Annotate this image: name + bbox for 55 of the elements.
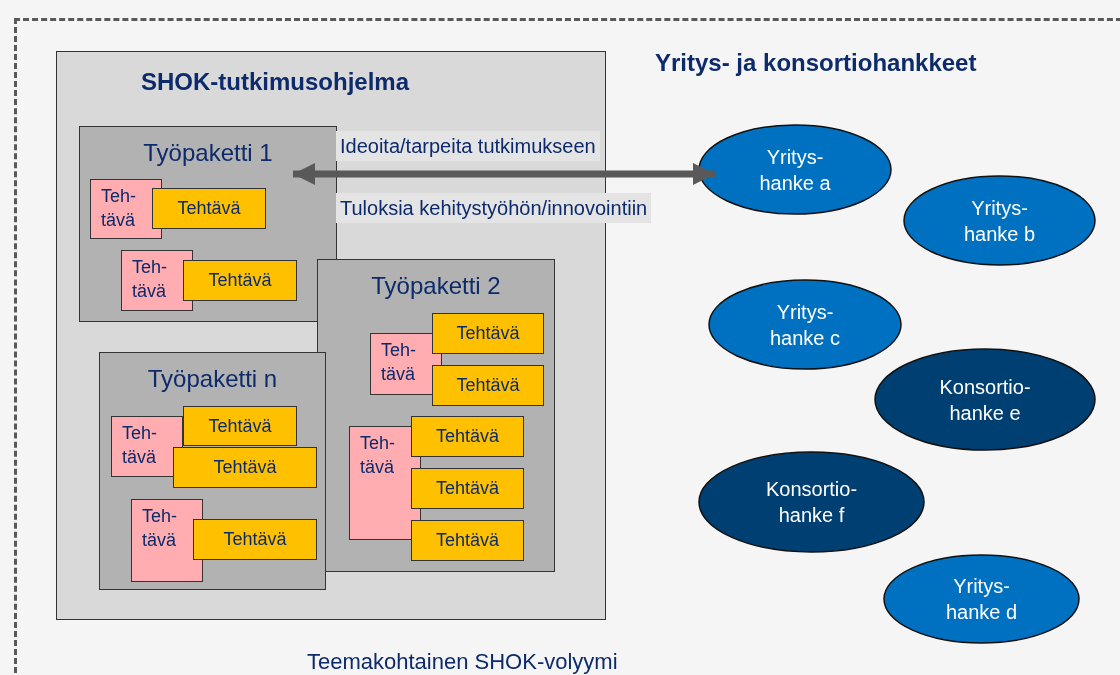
edge-label: Ideoita/tarpeita tutkimukseen [336,131,600,161]
task-label: Tehtävä [456,322,520,345]
project-label: Yritys- hanke d [944,574,1019,625]
project-label: Yritys- hanke a [758,144,832,196]
work-package-box [317,259,555,572]
project-ellipse [883,554,1080,644]
project-ellipse [698,451,925,553]
task-box [173,447,317,488]
project-ellipse [874,348,1096,451]
region-caption: Teemakohtainen SHOK-volyymi [307,648,618,675]
task-box [183,260,297,301]
work-package-box [79,126,337,322]
task-label: Tehtävä [435,529,499,552]
task-box [121,250,193,311]
work-package-title: Työpaketti n [146,364,279,394]
task-box [411,468,524,509]
program-title: SHOK-tutkimusohjelma [141,67,410,97]
project-ellipse [708,279,902,370]
task-box [411,416,524,457]
task-box [411,520,524,561]
project-label: Konsortio- hanke e [938,374,1032,426]
task-box [152,188,266,229]
project-ellipse [903,175,1096,266]
task-label: Tehtävä [208,269,272,292]
task-label: Tehtävä [435,425,499,448]
work-package-title: Työpaketti 2 [370,271,502,301]
task-box [111,416,183,477]
work-package-box [99,352,326,590]
task-label: Tehtävä [208,414,272,438]
task-box [432,313,544,354]
dashed-region [14,18,1120,675]
task-label: Tehtävä [177,197,241,220]
task-box [90,179,162,239]
double-arrow [293,163,715,185]
task-label: Tehtävä [456,374,520,397]
task-box [432,365,544,406]
task-label: Teh- tävä [132,256,168,303]
label-heading: Yritys- ja konsortiohankkeet [655,48,977,78]
task-label: Teh- tävä [122,422,158,469]
task-label: Teh- tävä [360,432,396,479]
project-ellipse [698,124,892,215]
task-label: Teh- tävä [142,505,178,552]
task-label: Tehtävä [435,477,499,500]
arrow-caption: Tuloksia kehitystyöhön/innovointiin [336,193,652,223]
task-box [193,519,317,560]
project-label: Yritys- hanke b [962,195,1037,247]
project-label: Konsortio- hanke f [764,477,859,528]
task-label: Teh- tävä [381,339,417,386]
task-label: Tehtävä [223,528,287,551]
task-label: Tehtävä [213,456,277,479]
project-label: Yritys- hanke c [768,299,842,351]
task-box [183,406,297,446]
task-label: Teh- tävä [101,185,137,232]
work-package-title: Työpaketti 1 [142,138,274,168]
task-box [131,499,203,582]
